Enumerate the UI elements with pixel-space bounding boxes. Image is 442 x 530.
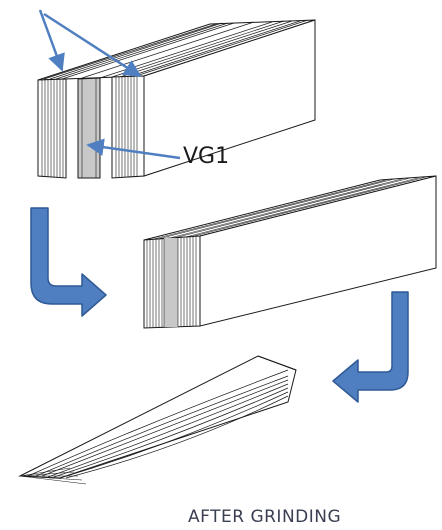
ground-blade: [18, 355, 297, 485]
left-stack-front: [37, 78, 67, 179]
vg1-label: VG1: [183, 144, 229, 169]
pointer-arrows: [38, 9, 181, 160]
right-stack-front: [111, 75, 145, 179]
after-grinding-label: AFTER GRINDING: [188, 507, 341, 527]
separate-stacks-block: [37, 19, 316, 179]
combined-block: [143, 175, 437, 329]
vg1-core-front: [77, 77, 101, 179]
process-arrow-2: [332, 291, 409, 403]
process-arrow-1: [30, 207, 107, 317]
